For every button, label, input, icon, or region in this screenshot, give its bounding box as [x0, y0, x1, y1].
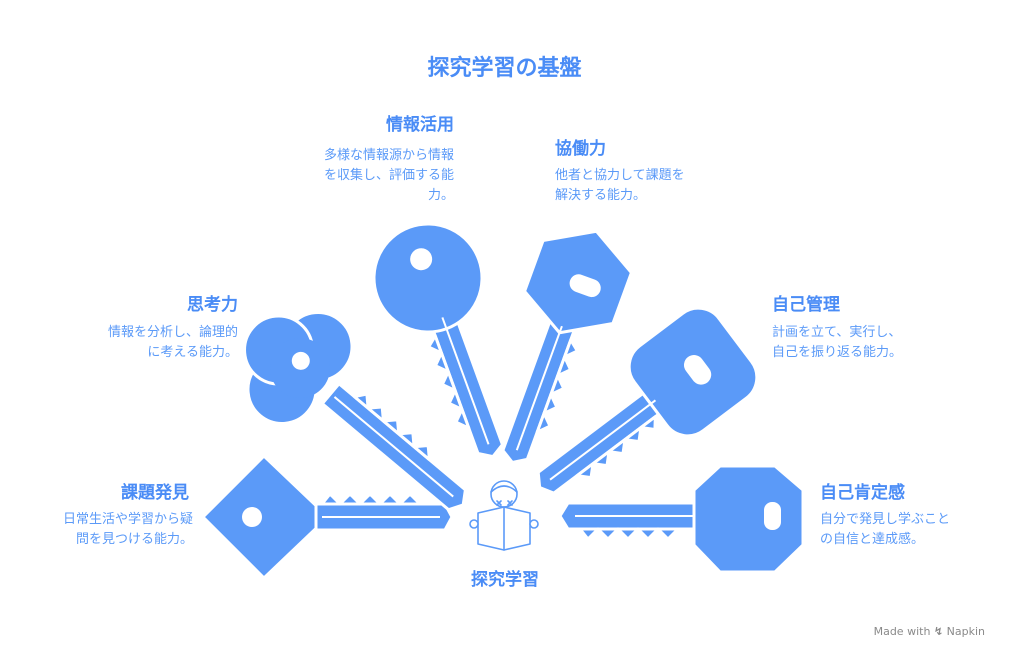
- diagram-title: 探究学習の基盤: [427, 56, 582, 81]
- clover-key-icon: [243, 311, 467, 512]
- shield-key-icon: [558, 464, 805, 574]
- desc-line: 解決する能力。: [555, 188, 647, 203]
- napkin-logo-icon: ↯: [933, 625, 944, 638]
- key-title-shikou: 思考力: [187, 295, 238, 315]
- key-title-jouhou: 情報活用: [386, 115, 454, 135]
- desc-line: 力。: [427, 188, 454, 203]
- desc-line: 日常生活や学習から疑: [62, 512, 193, 527]
- footer-prefix: Made with: [873, 625, 931, 638]
- rounded-key-icon: [536, 306, 759, 495]
- key-desc-shikou: 情報を分析し、論理的 に考える能力。: [108, 323, 238, 363]
- key-desc-jiko: 計画を立て、実行し、 自己を振り返る能力。: [772, 323, 902, 363]
- footer-brand: Napkin: [946, 625, 985, 638]
- key-title-kadai: 課題発見: [121, 483, 189, 503]
- center-label: 探究学習: [471, 570, 539, 590]
- key-title-jiko: 自己管理: [772, 295, 840, 315]
- desc-line: の自信と達成感。: [820, 532, 925, 547]
- desc-line: 自己を振り返る能力。: [772, 345, 903, 360]
- desc-line: 計画を立て、実行し、: [772, 325, 902, 340]
- desc-line: に考える能力。: [147, 345, 238, 360]
- student-reading-icon: [469, 480, 539, 551]
- round-key-icon: [372, 222, 504, 459]
- square-key-icon: [201, 454, 454, 580]
- desc-line: 自分で発見し学ぶこと: [820, 512, 951, 527]
- key-desc-koutei: 自分で発見し学ぶこと の自信と達成感。: [820, 510, 950, 550]
- key-title-kyoudou: 協働力: [555, 139, 606, 159]
- key-desc-kadai: 日常生活や学習から疑 問を見つける能力。: [63, 510, 193, 550]
- desc-line: 情報を分析し、論理的: [107, 325, 238, 340]
- napkin-attribution[interactable]: Made with ↯ Napkin: [874, 625, 985, 638]
- key-desc-kyoudou: 他者と協力して課題を 解決する能力。: [555, 166, 685, 206]
- desc-line: 他者と協力して課題を: [555, 168, 685, 183]
- hexagon-key-icon: [501, 229, 633, 464]
- desc-line: を収集し、評価する能: [323, 168, 454, 183]
- key-title-koutei: 自己肯定感: [820, 483, 905, 503]
- desc-line: 多様な情報源から情報: [323, 148, 454, 163]
- key-desc-jouhou: 多様な情報源から情報 を収集し、評価する能 力。: [324, 146, 454, 206]
- desc-line: 問を見つける能力。: [75, 532, 193, 547]
